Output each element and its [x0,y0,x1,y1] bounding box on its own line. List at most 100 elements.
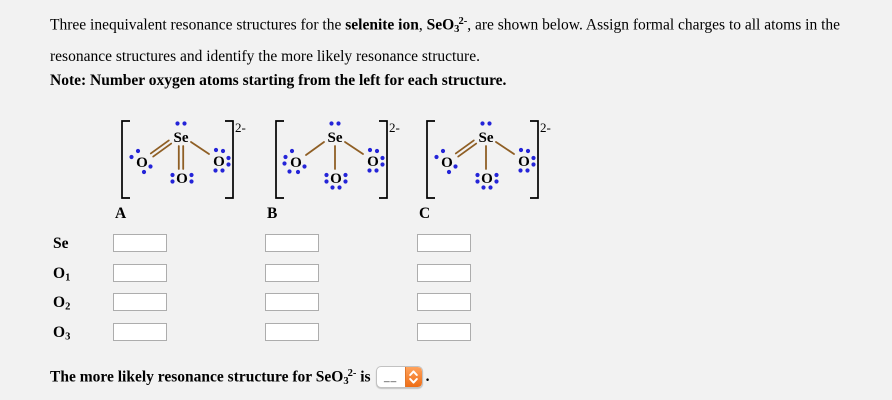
left-bracket [275,120,284,199]
right-bracket [225,120,234,199]
lone-pair-dot [487,121,492,126]
lone-pair-dot [518,168,523,173]
right-bracket [530,120,539,199]
oxygen-atom-label: O [136,155,148,171]
ion-charge: 2- [235,120,246,135]
oxygen-atom-label: O [176,171,188,187]
lone-pair-dot [213,147,219,153]
conclusion-text: The more likely resonance structure for … [50,368,371,387]
single-bond-line [305,141,325,156]
lone-pair-dot [220,168,225,173]
select-value: __ [384,372,398,383]
row-label-O1: O1 [53,264,71,284]
oxygen-atom-label: O [290,155,302,171]
formal-charge-input-B-Se[interactable] [265,234,319,252]
sentence-period: . [425,368,430,385]
lone-pair-dot [189,179,194,184]
double-bond-line [454,139,475,155]
column-header-B: B [267,205,278,222]
lone-pair-dot [129,154,134,160]
lone-pair-dot [343,179,348,184]
lone-pair-dot [324,179,329,184]
formal-charge-input-A-O2[interactable] [113,293,167,311]
problem-statement: Three inequivalent resonance structures … [50,8,865,70]
central-atom-label: Se [328,130,343,146]
text-run: Three inequivalent resonance structures … [50,16,346,34]
formal-charge-input-C-O1[interactable] [417,263,471,282]
lone-pair-dot [367,168,372,173]
formal-charge-input-A-O3[interactable] [113,323,167,341]
conclusion-sentence: The more likely resonance structure for … [50,366,429,388]
lone-pair-dot [302,164,307,169]
text-run: SeO [315,367,344,385]
lone-pair-dot [531,155,536,161]
lone-pair-dot [481,185,486,190]
select-arrows-icon [404,367,422,387]
text-run: , [418,16,427,34]
lone-pair-dot [343,172,348,178]
lone-pair-dot [488,185,493,190]
left-bracket [426,120,435,199]
double-bond-line [457,142,478,158]
column-header-C: C [419,205,431,222]
row-label-O3: O3 [53,324,71,343]
lone-pair-dot [324,172,329,178]
formal-charge-input-B-O2[interactable] [265,293,319,311]
lone-pair-dot [283,154,288,160]
formal-charge-input-C-O3[interactable] [417,323,471,341]
central-atom-label: Se [174,130,189,146]
lone-pair-dot [295,169,301,175]
lone-pair-dot [453,164,458,169]
lone-pair-dot [226,162,231,167]
single-bond-line [495,141,515,155]
lone-pair-dot [475,179,480,184]
formal-charge-input-B-O1[interactable] [265,263,319,282]
oxygen-atom-label: O [518,154,530,170]
lone-pair-dot [494,179,499,184]
lone-pair-dot [518,147,524,153]
lone-pair-dot [170,172,175,178]
lone-pair-dot [525,148,531,154]
formal-charge-input-B-O3[interactable] [265,323,319,341]
single-bond-line [190,141,210,155]
text-run: 2- [347,367,357,379]
formal-charge-input-C-Se[interactable] [417,234,471,252]
formal-charge-input-A-Se[interactable] [113,234,167,252]
lone-pair-dot [531,162,536,167]
text-run: , are shown below. Assign formal charges… [50,16,841,65]
lone-pair-dot [175,121,180,126]
lone-pair-dot [475,172,480,178]
lone-pair-dot [329,121,334,126]
structure-select[interactable]: __ [375,366,423,388]
oxygen-atom-label: O [330,171,342,187]
lone-pair-dot [213,168,218,173]
lone-pair-dot [287,169,292,174]
ion-charge: 2- [389,120,400,135]
text-run: selenite ion [345,16,419,34]
text-run: SeO [426,16,455,34]
oxygen-atom-label: O [367,154,379,170]
lone-pair-dot [220,148,226,154]
text-run: 3 [454,23,460,35]
lone-pair-dot [330,185,335,190]
lone-pair-dot [141,169,147,175]
lewis-structure-A: 2- SeO O O [121,120,246,199]
text-run: The more likely resonance structure for [50,367,316,385]
lone-pair-dot [336,121,341,126]
lone-pair-dot [289,148,295,154]
lone-pair-dot [494,172,499,178]
single-bond-line [344,141,364,155]
lone-pair-dot [480,121,485,126]
lone-pair-dot [440,148,446,154]
double-bond-line [152,142,173,158]
oxygen-atom-label: O [213,154,225,170]
formal-charge-input-A-O1[interactable] [113,263,167,282]
lone-pair-dot [282,161,287,166]
note-text: Note: Number oxygen atoms starting from … [50,72,507,89]
lone-pair-dot [148,164,153,169]
lone-pair-dot [525,168,530,173]
text-run: 3 [343,375,349,387]
formal-charge-input-C-O2[interactable] [417,293,471,311]
lone-pair-dot [374,148,380,154]
